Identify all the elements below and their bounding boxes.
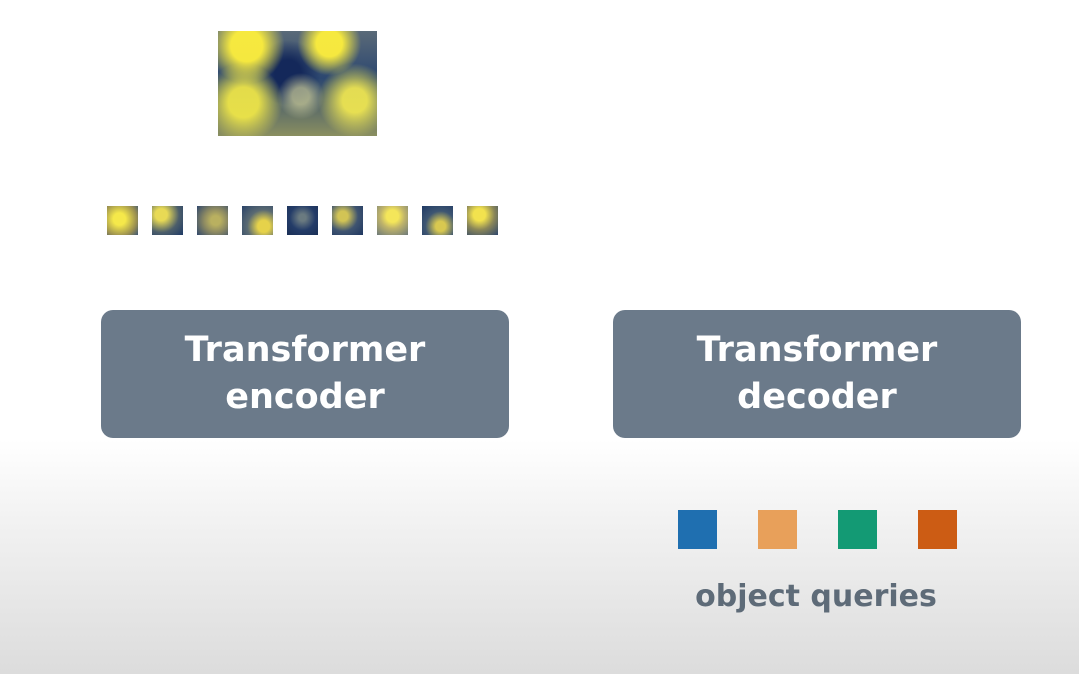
feature-map-image [218,31,377,136]
transformer-encoder-block: Transformer encoder [101,310,509,438]
object-query-square [678,510,717,549]
patch-token [287,206,318,235]
decoder-label: Transformer decoder [696,330,938,417]
patch-token [107,206,138,235]
patch-token [152,206,183,235]
patch-token [467,206,498,235]
patch-token [242,206,273,235]
object-query-square [838,510,877,549]
object-query-square [758,510,797,549]
object-queries-caption: object queries [695,579,937,614]
patch-token [197,206,228,235]
transformer-decoder-block: Transformer decoder [613,310,1021,438]
patch-token [422,206,453,235]
patch-token [377,206,408,235]
encoder-label: Transformer encoder [184,330,426,417]
object-query-square [918,510,957,549]
image-patch-tokens [107,206,499,235]
patch-token [332,206,363,235]
